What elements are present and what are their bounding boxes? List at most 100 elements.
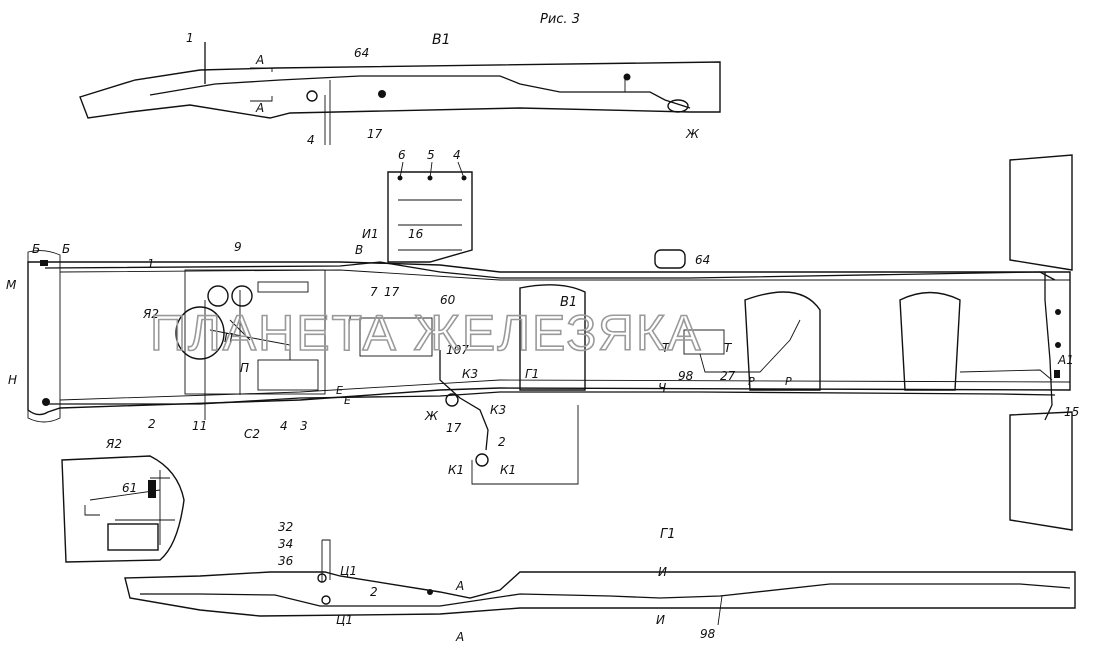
front-marker-n (42, 398, 50, 406)
label-main-98: 98 (678, 369, 694, 383)
label-bot-32: 32 (278, 520, 293, 534)
label-main-7: 7 (370, 285, 378, 299)
front-marker-b (40, 260, 48, 266)
label-main-k3b: К3 (490, 403, 506, 417)
label-main-v1: В (355, 243, 363, 257)
label-bot-36: 36 (278, 554, 294, 568)
label-main-17a: 17 (384, 285, 400, 299)
rear-component (683, 329, 725, 355)
main-harness-top (44, 261, 1056, 281)
inset-ya2: Я2 61 (61, 437, 185, 563)
label-bot-a2: А (455, 630, 464, 644)
air-tank-large (744, 291, 821, 391)
inset-frame (61, 455, 185, 563)
top-view-label: В1 (432, 32, 451, 48)
bottom-view-label: Г1 (660, 527, 676, 542)
label-main-i1: И1 (362, 227, 379, 241)
label-top-4: 4 (307, 133, 315, 147)
label-main-16: 16 (408, 227, 424, 241)
label-bot-a1: А (455, 579, 464, 593)
label-main-60: 60 (440, 293, 456, 307)
box-lead-4 (457, 161, 465, 179)
rear-harness (699, 319, 1053, 381)
label-main-t1: Т (662, 341, 671, 355)
top-bolt (306, 90, 318, 102)
mid-clip-k1 (475, 453, 489, 467)
box-lead-6 (399, 161, 404, 179)
mid-bracket (471, 405, 579, 485)
label-main-9: 9 (234, 240, 242, 254)
label-main-r2: Р (785, 375, 792, 388)
battery-circle-1 (207, 285, 229, 307)
label-main-27: 27 (720, 369, 736, 383)
fuel-tank-1 (519, 284, 586, 391)
inset-label-61: 61 (122, 481, 137, 495)
label-main-2: 2 (148, 417, 156, 431)
label-top-a1: А (255, 53, 264, 67)
label-main-k3a: К3 (462, 367, 478, 381)
main-front-bumper (27, 250, 61, 423)
bottom-pipe (321, 539, 331, 582)
figure-title: Рис. 3 (540, 12, 580, 27)
battery-box (387, 171, 473, 263)
label-main-n: Н (8, 373, 17, 387)
label-main-g: Г (348, 313, 356, 327)
label-bot-c1a: Ц1 (340, 564, 357, 578)
label-main-1: 1 (147, 257, 155, 271)
label-main-ch: Ч (658, 381, 666, 395)
inset-label-ya2: Я2 (105, 437, 122, 451)
ya2-zone (175, 306, 225, 360)
mid-component (359, 317, 433, 357)
label-top-zh: Ж (685, 127, 700, 141)
cab-panel (184, 269, 326, 395)
label-main-3: 3 (300, 419, 308, 433)
label-main-4a: 4 (453, 148, 461, 162)
main-frame-outline (27, 261, 1071, 416)
label-main-5: 5 (427, 148, 435, 162)
label-bot-34: 34 (278, 537, 293, 551)
label-main-a1: А1 (1057, 353, 1074, 367)
mid-harness (439, 350, 489, 451)
watermark: ПЛАНЕТА ЖЕЛЕЗЯКА (150, 305, 702, 361)
rear-connector-a1 (1054, 370, 1060, 378)
label-main-11: 11 (192, 419, 207, 433)
relay-block (257, 359, 319, 391)
label-main-b1: Б (32, 242, 40, 256)
label-main-15: 15 (1064, 405, 1079, 419)
label-main-zh: Ж (424, 409, 439, 423)
cab-harness (204, 290, 291, 420)
top-connector-a (378, 90, 386, 98)
rear-connector-1 (1055, 309, 1061, 315)
label-bot-i2: И (656, 613, 665, 627)
label-top-17: 17 (367, 127, 383, 141)
label-main-2b: 2 (498, 435, 506, 449)
label-main-ya2: Я2 (142, 307, 159, 321)
top-section-a (250, 67, 273, 102)
bottom-frame-outline (124, 571, 1076, 617)
top-frame-outline (79, 61, 721, 119)
label-bot-98: 98 (700, 627, 716, 641)
battery-circle-2 (231, 285, 253, 307)
label-main-17b: 17 (446, 421, 462, 435)
top-view: В1 1 64 А А 4 17 Ж (79, 31, 721, 147)
mid-clip-zh (445, 393, 459, 407)
main-view: 6 5 4 И1 В 16 9 7 17 60 64 В1 Б Б М Н 1 … (6, 148, 1079, 531)
bottom-branch-98 (717, 595, 723, 626)
label-main-b2: Б (62, 242, 70, 256)
label-main-4b: 4 (280, 419, 288, 433)
fuse-block (257, 281, 309, 293)
label-main-t2: Т (724, 341, 733, 355)
box-lead-5 (429, 161, 433, 179)
label-main-107: 107 (446, 343, 469, 357)
top-clip-zh (667, 99, 689, 113)
top-branch-17 (324, 80, 331, 145)
rear-harness-right (1044, 272, 1053, 421)
air-cylinder-64 (654, 249, 686, 269)
inset-wires (84, 470, 175, 545)
main-harness-bottom (48, 391, 1056, 405)
bottom-clip-c1 (321, 595, 331, 605)
battery-box-inner (398, 199, 462, 251)
label-main-p1: П (224, 331, 233, 345)
